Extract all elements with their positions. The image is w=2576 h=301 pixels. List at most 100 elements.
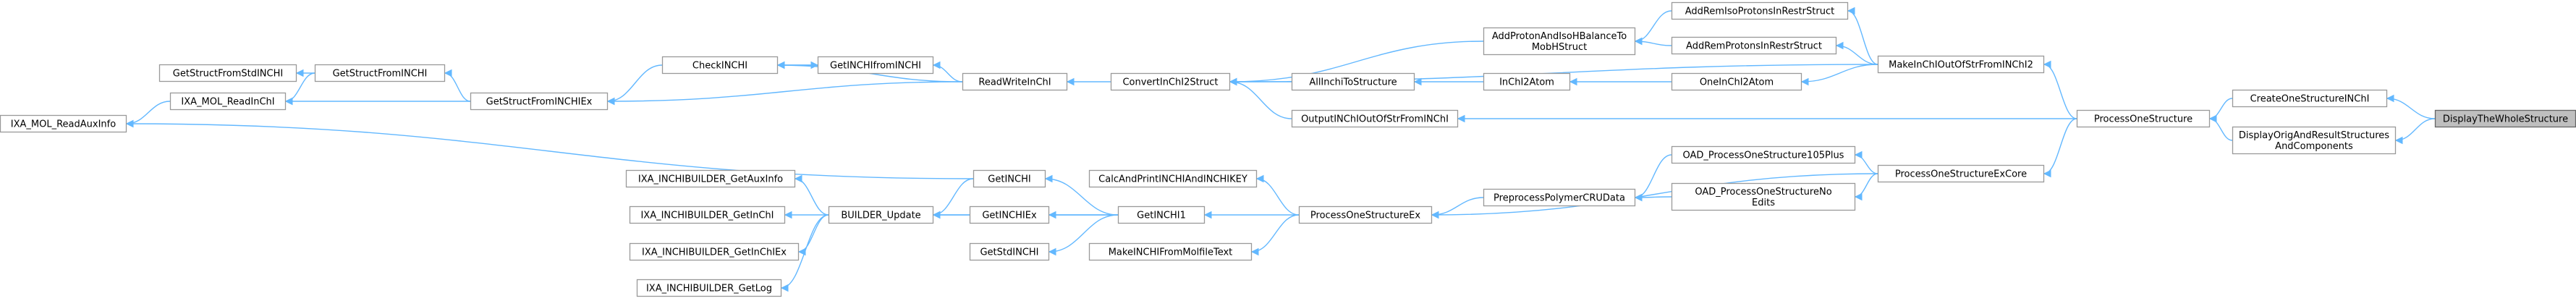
node-label: GetStructFromINCHI [333,69,428,80]
node-convert-in-ch-i2-struct[interactable]: ConvertInChI2Struct [1110,72,1231,91]
edge-get-inchi1-to-get-inchi [1044,174,1119,216]
node-all-inchi-to-structure[interactable]: AllInchiToStructure [1291,72,1415,91]
node-box [969,242,1050,261]
edge-in-ch-i2-atom-to-all-inchi-to-structure [1413,77,1483,86]
edge-convert-in-ch-i2-struct-to-read-write-in-ch-i [1066,77,1111,86]
node-process-one-structure[interactable]: ProcessOneStructure [2076,109,2211,128]
node-label: CheckINCHI [692,61,747,72]
node-box [661,56,779,75]
node-oad-process-one-structure105-plus[interactable]: OAD_ProcessOneStructure105Plus [1671,145,1856,164]
node-get-std-inchi[interactable]: GetStdINCHI [969,242,1050,261]
node-ixa-mol-read-in-ch-i[interactable]: IXA_MOL_ReadInChI [169,92,287,111]
node-label: IXA_INCHIBUILDER_GetInChI [640,211,774,221]
arrowhead [932,211,941,219]
arrowhead [2043,169,2051,178]
node-add-rem-iso-protons-in-restr-struct[interactable]: AddRemIsoProtonsInRestrStruct [1671,1,1849,20]
node-box [1877,55,2045,74]
arrowhead [606,97,615,106]
edge-get-struct-from-inchiex-to-ixa-mol-read-in-ch-i [284,97,470,106]
node-label: InChI2Atom [1499,77,1554,88]
node-label: ConvertInChI2Struct [1122,77,1218,88]
node-box [158,64,297,82]
node-one-in-ch-i2-atom[interactable]: OneInChI2Atom [1671,72,1802,91]
node-get-inchi1[interactable]: GetINCHI1 [1117,205,1206,224]
node-box [973,169,1046,188]
node-label: GetINCHIEx [982,211,1037,221]
node-box [1483,27,1636,56]
node-box [1671,1,1849,20]
node-label: MakeInChIOutOfStrFromINChI2 [1889,60,2033,71]
node-ixa-inchibuilder-get-in-ch-iex[interactable]: IXA_INCHIBUILDER_GetInChIEx [629,242,800,261]
node-add-rem-protons-in-restr-struct[interactable]: AddRemProtonsInRestrStruct [1671,36,1837,55]
node-ixa-inchibuilder-get-log[interactable]: IXA_INCHIBUILDER_GetLog [636,279,782,297]
arrowhead [1634,193,1643,202]
edge-process-one-structure-to-process-one-structure-ex-core [2043,118,2077,178]
node-label: IXA_INCHIBUILDER_GetLog [646,284,772,294]
node-output-inch-iout-of-str-from-inch-i[interactable]: OutputINChIOutOfStrFromINChI [1291,109,1459,128]
arrowhead [2394,136,2403,145]
node-make-inchifrom-molfile-text[interactable]: MakeINCHIFromMolfileText [1088,242,1253,261]
arrowhead [125,119,134,128]
node-box [1483,72,1571,91]
arrowhead [784,211,792,219]
node-label: ProcessOneStructure [2094,114,2192,125]
node-check-inchi[interactable]: CheckINCHI [661,56,779,75]
node-box [1483,188,1636,207]
node-box [1291,109,1459,128]
node-ixa-inchibuilder-get-aux-info[interactable]: IXA_INCHIBUILDER_GetAuxInfo [625,169,796,188]
node-get-struct-from-std-inchi[interactable]: GetStructFromStdINCHI [158,64,297,82]
node-get-inchi[interactable]: GetINCHI [973,169,1046,188]
arrowhead [1229,77,1237,86]
node-label: PreprocessPolymerCRUData [1494,193,1625,204]
edge-check-inchi-to-get-inchifrom-inchi [778,61,819,69]
node-in-ch-i2-atom[interactable]: InChI2Atom [1483,72,1571,91]
edge-builder-update-to-ixa-inchibuilder-get-aux-info [794,174,829,216]
node-label: AddRemIsoProtonsInRestrStruct [1685,7,1834,17]
node-get-inchiex[interactable]: GetINCHIEx [969,205,1050,224]
arrowhead [444,69,452,77]
edge-make-in-ch-iout-of-str-from-inch-i2-to-one-in-ch-i2-atom [1800,64,1878,86]
edge-read-write-in-ch-i-to-get-inchifrom-inchi [932,61,963,82]
node-calc-and-print-inchiand-inchikey[interactable]: CalcAndPrintINCHIAndINCHIKEY [1088,169,1258,188]
node-ixa-inchibuilder-get-in-ch-i[interactable]: IXA_INCHIBUILDER_GetInChI [629,205,786,224]
node-label: DisplayOrigAndResultStructures [2239,130,2389,141]
node-label: MobHStruct [1532,42,1587,53]
node-process-one-structure-ex[interactable]: ProcessOneStructureEx [1298,205,1433,224]
node-display-the-whole-structure[interactable]: DisplayTheWholeStructure [2434,109,2576,128]
edge-get-inchi-to-ixa-mol-read-aux-info [125,119,974,179]
node-process-one-structure-ex-core[interactable]: ProcessOneStructureExCore [1877,164,2045,183]
edge-add-rem-protons-in-restr-struct-to-add-proton-and-iso-hbalance-to-mob-hstruct [1634,37,1672,46]
node-label: AndComponents [2275,141,2353,152]
node-make-in-ch-iout-of-str-from-inch-i2[interactable]: MakeInChIOutOfStrFromINChI2 [1877,55,2045,74]
edge-get-inchiex-to-builder-update [932,211,970,219]
node-label: ProcessOneStructureEx [1310,211,1420,221]
edge-oad-process-one-structure-no-edits-to-preprocess-polymer-crudata [1634,193,1672,202]
edge-preprocess-polymer-crudata-to-process-one-structure-ex [1431,197,1484,219]
node-read-write-in-ch-i[interactable]: ReadWriteInChI [962,72,1068,91]
node-box [1671,145,1856,164]
node-label: MakeINCHIFromMolfileText [1109,247,1233,258]
node-label: BUILDER_Update [841,211,920,221]
edge-make-in-ch-iout-of-str-from-inch-i2-to-add-rem-protons-in-restr-struct [1835,41,1878,65]
node-box [470,92,609,111]
node-builder-update[interactable]: BUILDER_Update [828,205,934,224]
arrowhead [810,61,819,69]
node-display-orig-and-result-structures-and-components[interactable]: DisplayOrigAndResultStructuresAndCompone… [2232,126,2397,155]
node-get-struct-from-inchiex[interactable]: GetStructFromINCHIEx [470,92,609,111]
node-box [1671,182,1856,211]
node-get-inchifrom-inchi[interactable]: GetINCHIfromINCHI [817,56,934,75]
edge-check-inchi-to-get-struct-from-inchiex [606,64,663,106]
node-create-one-structure-inch-i[interactable]: CreateOneStructureINChI [2232,89,2388,108]
edge-get-inchi1-to-get-std-inchi [1048,214,1119,256]
node-get-struct-from-inchi[interactable]: GetStructFromINCHI [314,64,446,82]
edge-all-inchi-to-structure-to-convert-in-ch-i2-struct [1229,77,1292,86]
arrowhead [1854,150,1863,159]
edge-process-one-structure-ex-to-get-inchi1 [1203,211,1299,219]
node-preprocess-polymer-crudata[interactable]: PreprocessPolymerCRUData [1483,188,1636,207]
node-label: IXA_MOL_ReadInChI [181,97,274,108]
arrowhead [794,174,802,183]
node-ixa-mol-read-aux-info[interactable]: IXA_MOL_ReadAuxInfo [0,114,127,133]
node-label: IXA_INCHIBUILDER_GetAuxInfo [638,174,783,185]
